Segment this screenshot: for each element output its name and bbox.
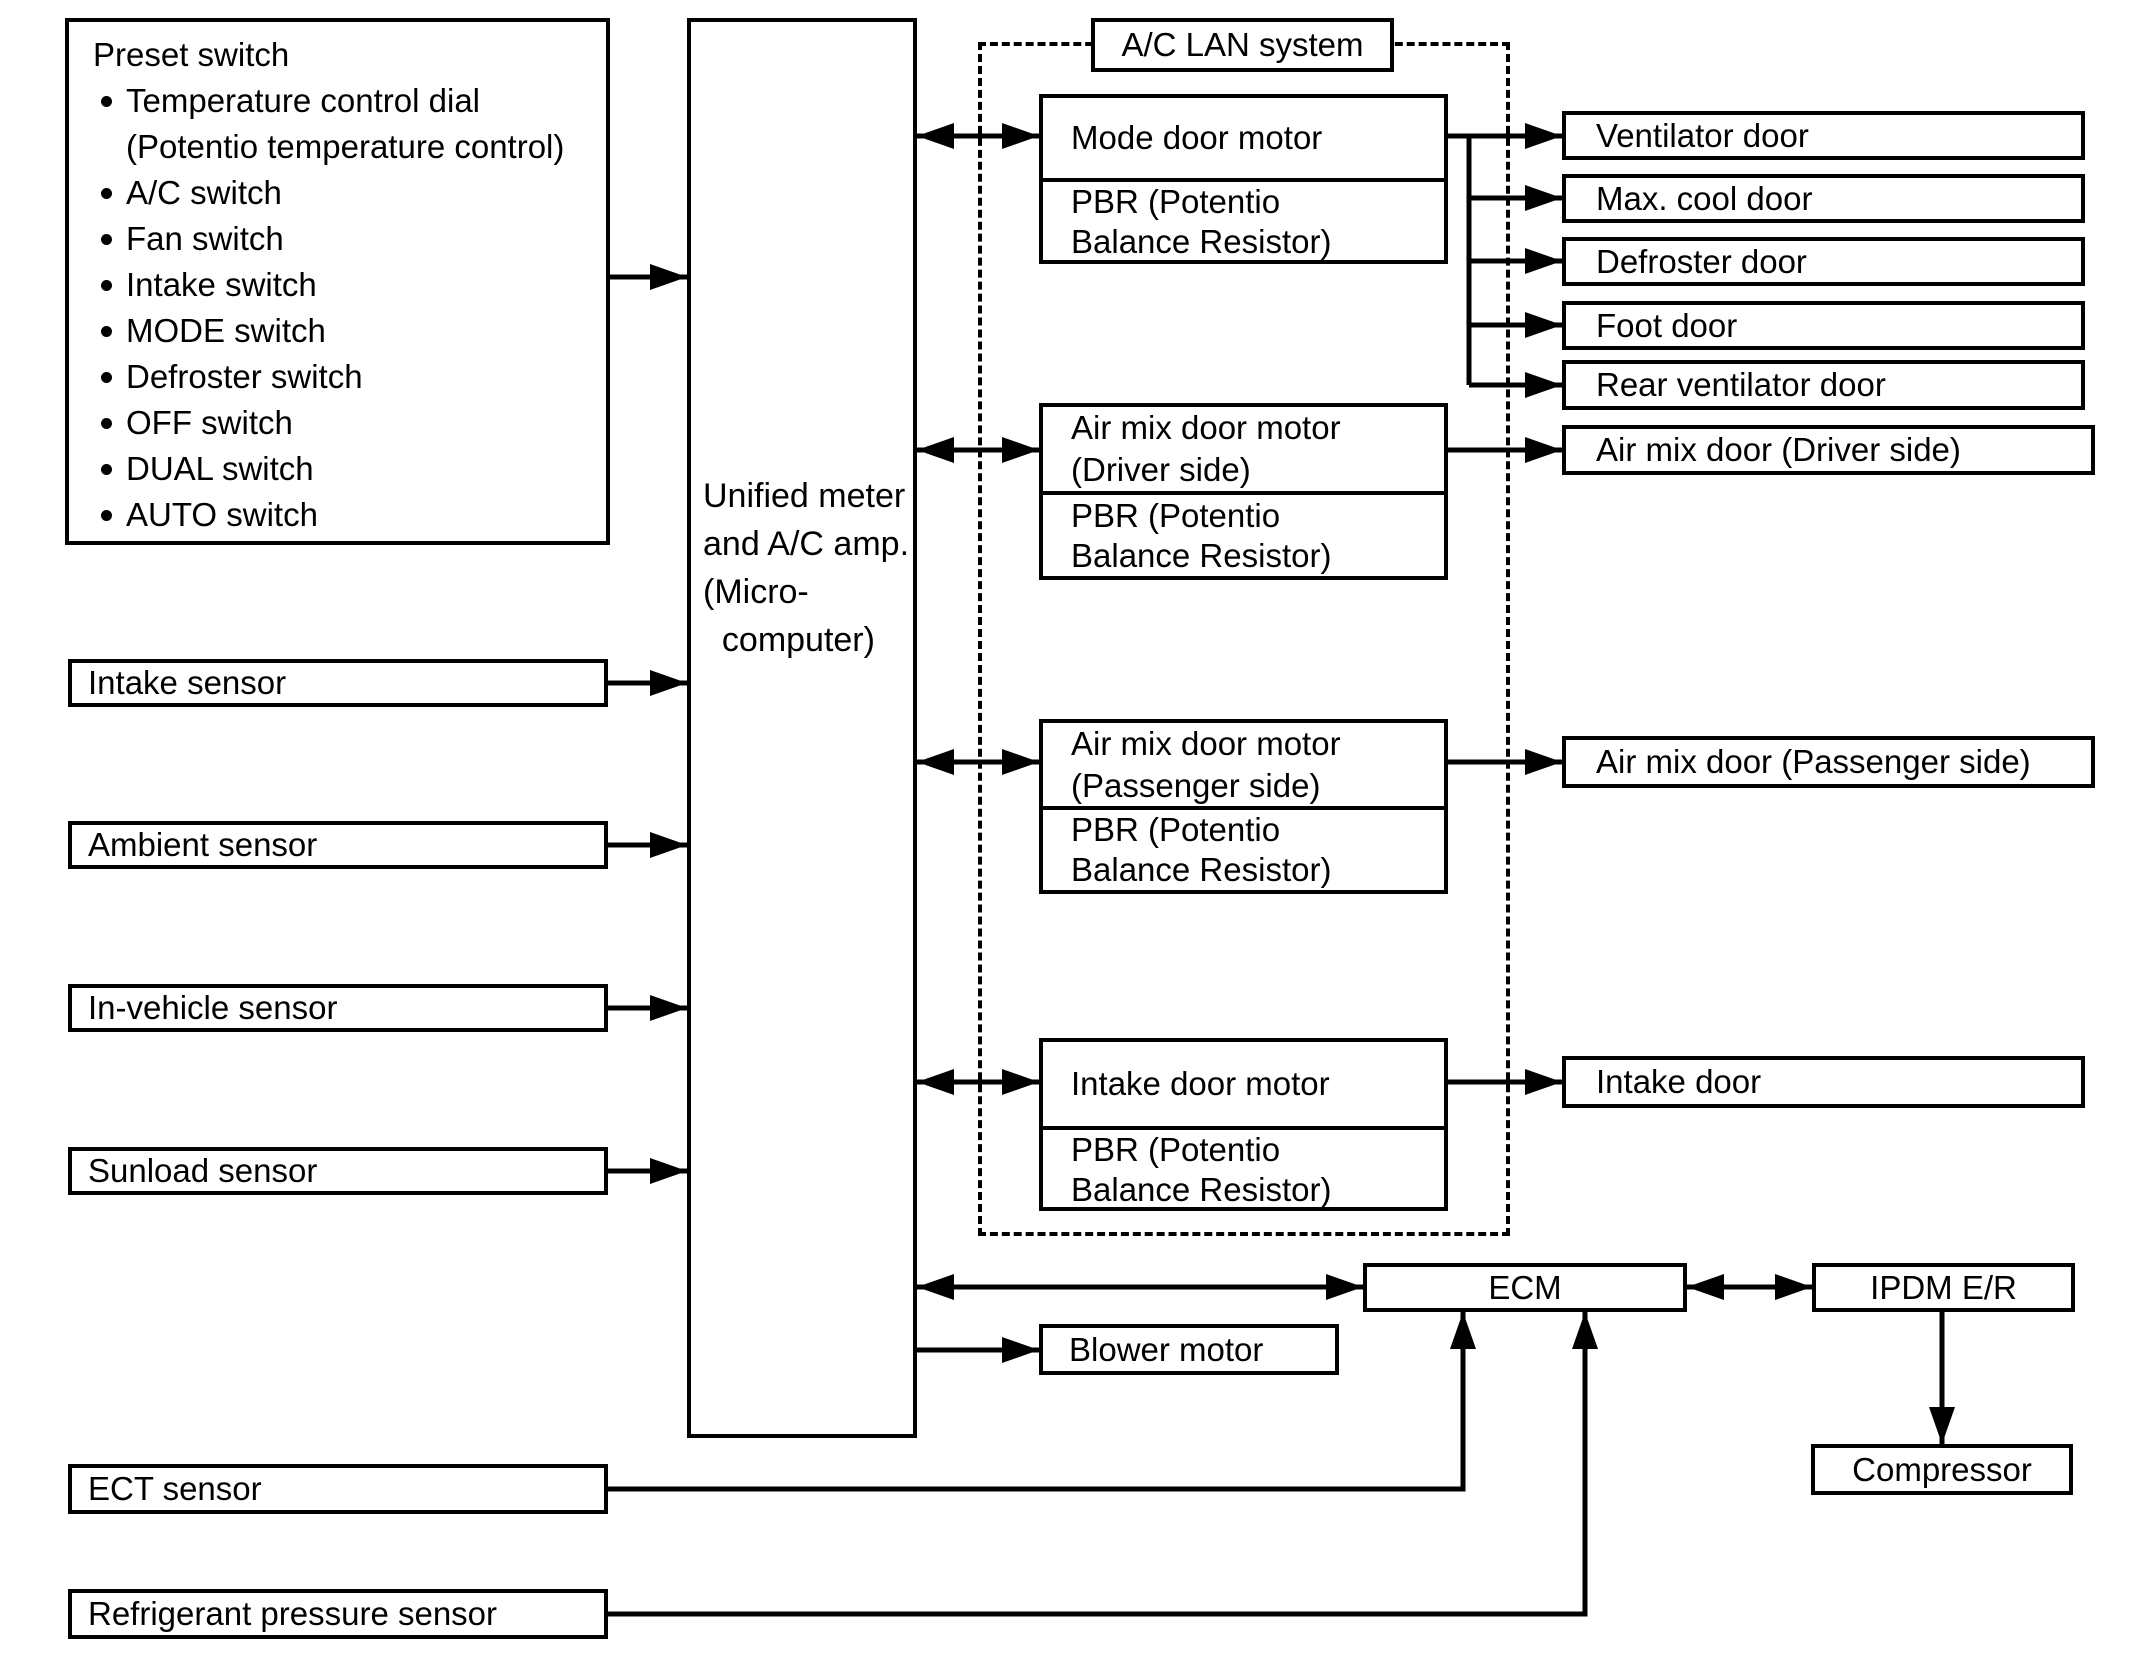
preset-item-intake-switch: Intake switch [93,262,598,308]
unified-meter-ac-amp-label: Unified meter and A/C amp. (Micro- compu… [703,477,910,659]
preset-item-dual-switch: DUAL switch [93,446,598,492]
blower-motor-box: Blower motor [1039,1324,1339,1375]
intake-pbr-label: PBR (Potentio Balance Resistor) [1071,1131,1332,1208]
intake-door-motor-box: Intake door motor PBR (Potentio Balance … [1039,1038,1448,1211]
bullet-icon [101,372,112,383]
preset-item-defroster-switch: Defroster switch [93,354,598,400]
air-mix-driver-pbr-compartment: PBR (Potentio Balance Resistor) [1043,491,1444,576]
sunload-sensor-box: Sunload sensor [68,1147,608,1195]
rear-ventilator-door-label: Rear ventilator door [1596,366,1886,403]
intake-sensor-box: Intake sensor [68,659,608,707]
air-mix-door-passenger-label: Air mix door (Passenger side) [1596,743,2031,780]
air-mix-door-driver-box: Air mix door (Driver side) [1562,425,2095,475]
ventilator-door-label: Ventilator door [1596,116,1809,154]
ipdm-er-box: IPDM E/R [1812,1263,2075,1312]
ecm-box: ECM [1363,1263,1687,1312]
refrigerant-pressure-sensor-box: Refrigerant pressure sensor [68,1589,608,1639]
intake-motor-compartment: Intake door motor [1043,1042,1444,1126]
preset-item-off-switch: OFF switch [93,400,598,446]
preset-item-auto-switch: AUTO switch [93,492,598,538]
preset-item-mode-switch: MODE switch [93,308,598,354]
air-mix-door-driver-label: Air mix door (Driver side) [1596,431,1961,468]
air-mix-driver-motor-compartment: Air mix door motor (Driver side) [1043,407,1444,491]
ambient-sensor-box: Ambient sensor [68,821,608,869]
defroster-door-box: Defroster door [1562,237,2085,286]
air-mix-door-motor-passenger-box: Air mix door motor (Passenger side) PBR … [1039,719,1448,894]
bullet-icon [101,234,112,245]
ambient-sensor-label: Ambient sensor [88,826,318,863]
air-mix-driver-motor-label: Air mix door motor (Driver side) [1071,409,1341,488]
intake-sensor-label: Intake sensor [88,664,287,701]
mode-door-motor-box: Mode door motor PBR (Potentio Balance Re… [1039,94,1448,264]
ecm-label: ECM [1488,1268,1562,1306]
air-mix-door-passenger-box: Air mix door (Passenger side) [1562,736,2095,788]
max-cool-door-box: Max. cool door [1562,174,2085,223]
mode-pbr-compartment: PBR (Potentio Balance Resistor) [1043,178,1444,262]
compressor-box: Compressor [1811,1444,2073,1495]
intake-door-label: Intake door [1596,1063,1762,1100]
in-vehicle-sensor-label: In-vehicle sensor [88,989,338,1026]
intake-door-box: Intake door [1562,1056,2085,1108]
preset-item-temperature-dial: Temperature control dial (Potentio tempe… [93,78,598,170]
blower-motor-label: Blower motor [1069,1330,1264,1368]
compressor-label: Compressor [1852,1450,2032,1488]
bullet-icon [101,280,112,291]
preset-item-fan-switch: Fan switch [93,216,598,262]
preset-item-ac-switch: A/C switch [93,170,598,216]
bullet-icon [101,510,112,521]
bullet-icon [101,326,112,337]
ventilator-door-box: Ventilator door [1562,111,2085,160]
air-mix-driver-pbr-label: PBR (Potentio Balance Resistor) [1071,496,1332,574]
intake-pbr-compartment: PBR (Potentio Balance Resistor) [1043,1126,1444,1210]
mode-door-motor-label: Mode door motor [1071,119,1323,156]
bullet-icon [101,188,112,199]
ipdm-er-label: IPDM E/R [1870,1268,2017,1306]
foot-door-box: Foot door [1562,301,2085,350]
ac-lan-system-label: A/C LAN system [1121,26,1364,63]
bullet-icon [101,464,112,475]
air-mix-passenger-motor-compartment: Air mix door motor (Passenger side) [1043,723,1444,806]
bullet-icon [101,418,112,429]
bullet-icon [101,96,112,107]
defroster-door-label: Defroster door [1596,242,1807,280]
mode-pbr-label: PBR (Potentio Balance Resistor) [1071,183,1332,260]
ac-lan-system-label-box: A/C LAN system [1091,18,1394,72]
preset-switch-title: Preset switch [93,36,290,73]
rear-ventilator-door-box: Rear ventilator door [1562,360,2085,410]
refrigerant-pressure-sensor-label: Refrigerant pressure sensor [88,1595,498,1632]
intake-door-motor-label: Intake door motor [1071,1065,1330,1102]
in-vehicle-sensor-box: In-vehicle sensor [68,984,608,1032]
ect-sensor-box: ECT sensor [68,1464,608,1514]
preset-switch-box: Preset switch Temperature control dial (… [65,18,610,545]
unified-meter-ac-amp-box: Unified meter and A/C amp. (Micro- compu… [687,18,917,1438]
max-cool-door-label: Max. cool door [1596,179,1813,217]
mode-door-motor-compartment: Mode door motor [1043,98,1444,178]
sunload-sensor-label: Sunload sensor [88,1152,318,1189]
air-mix-passenger-pbr-label: PBR (Potentio Balance Resistor) [1071,811,1332,888]
foot-door-label: Foot door [1596,306,1738,344]
air-mix-passenger-pbr-compartment: PBR (Potentio Balance Resistor) [1043,806,1444,890]
air-mix-door-motor-driver-box: Air mix door motor (Driver side) PBR (Po… [1039,403,1448,580]
air-mix-passenger-motor-label: Air mix door motor (Passenger side) [1071,724,1341,804]
ect-sensor-label: ECT sensor [88,1470,262,1507]
